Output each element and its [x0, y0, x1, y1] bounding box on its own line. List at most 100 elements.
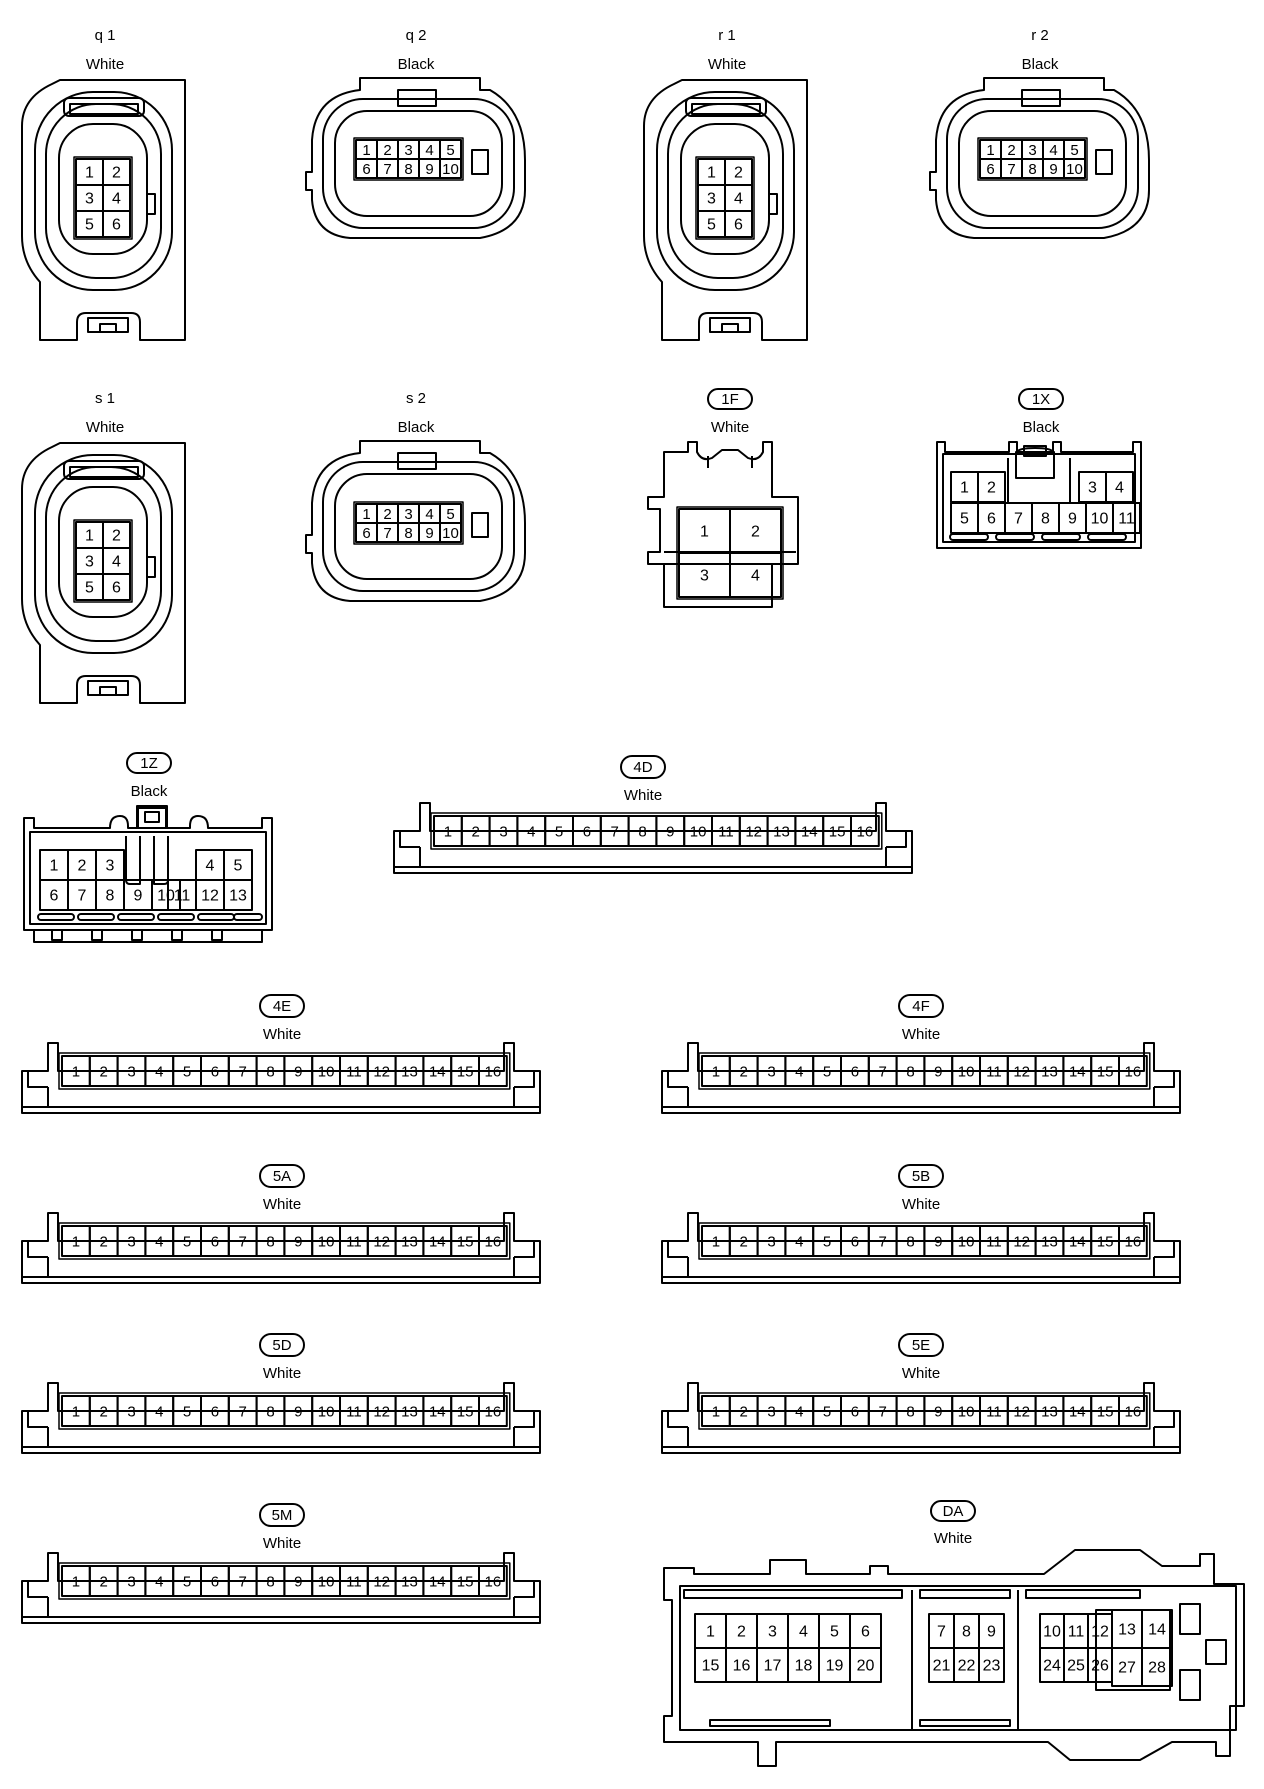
connector-title: 1Z — [140, 755, 158, 772]
pin-number: 13 — [229, 888, 247, 905]
pin-cell: 2 — [977, 471, 1006, 503]
pin-number: 8 — [266, 1234, 274, 1251]
pin-cell: 6 — [979, 158, 1002, 179]
pin-number: 6 — [986, 161, 994, 178]
pin-number: 4 — [155, 1064, 163, 1081]
connector-color: White — [86, 56, 124, 73]
pin-number: 6 — [851, 1234, 859, 1251]
pin-number: 1 — [85, 528, 94, 545]
pin-cell: 9 — [418, 522, 441, 543]
pin-number: 13 — [401, 1234, 418, 1251]
pin-number: 2 — [740, 1064, 748, 1081]
connector-title: q 1 — [95, 27, 116, 44]
pin-cell: 2 — [724, 158, 753, 186]
connector-color: White — [902, 1026, 940, 1043]
pin-number: 16 — [1125, 1404, 1142, 1421]
pin-number: 3 — [85, 191, 94, 208]
pin-number: 2 — [100, 1064, 108, 1081]
pin-cell: 4 — [787, 1613, 820, 1649]
pin-number: 3 — [106, 858, 115, 875]
connector-color: White — [263, 1026, 301, 1043]
pin-cell: 3 — [1078, 471, 1107, 503]
pin-number: 9 — [934, 1404, 942, 1421]
connector-title: s 2 — [406, 390, 426, 407]
pin-cell: 7 — [928, 1613, 955, 1649]
pin-cell: 5 — [1063, 139, 1086, 160]
pin-cell: 23 — [978, 1647, 1005, 1683]
pin-cell: 4 — [1105, 471, 1134, 503]
pin-number: 2 — [734, 165, 743, 182]
pin-number: 17 — [764, 1658, 782, 1675]
pin-cell: 16 — [725, 1647, 758, 1683]
pin-cell: 27 — [1111, 1647, 1143, 1687]
pin-cell: 3 — [75, 547, 104, 575]
connector-title: r 1 — [718, 27, 736, 44]
pin-number: 3 — [127, 1404, 135, 1421]
pin-cell: 16 — [478, 1565, 508, 1597]
pin-cell: 5 — [439, 139, 462, 160]
connector-color: White — [708, 56, 746, 73]
pin-number: 11 — [1118, 511, 1135, 528]
pin-cell: 9 — [1042, 158, 1065, 179]
pin-number: 11 — [346, 1574, 362, 1591]
pin-number: 5 — [183, 1404, 191, 1421]
pin-number: 9 — [1068, 511, 1077, 528]
pin-number: 4 — [155, 1404, 163, 1421]
pin-cell: 11 — [1063, 1613, 1089, 1649]
pin-number: 5 — [85, 580, 94, 597]
pin-number: 4 — [751, 568, 760, 585]
pin-number: 7 — [78, 888, 87, 905]
pin-number: 1 — [85, 165, 94, 182]
pin-number: 6 — [50, 888, 59, 905]
pin-cell: 21 — [928, 1647, 955, 1683]
pin-number: 1 — [72, 1234, 80, 1251]
pin-number: 3 — [499, 824, 507, 841]
pin-number: 5 — [1070, 142, 1078, 159]
pin-cell: 4 — [195, 849, 225, 881]
pin-number: 11 — [346, 1234, 362, 1251]
connector-title: 1X — [1032, 391, 1050, 408]
connector-title: 5D — [272, 1337, 291, 1354]
pin-number: 14 — [1148, 1622, 1166, 1639]
pin-cell: 6 — [355, 522, 378, 543]
pin-number: 5 — [823, 1234, 831, 1251]
pin-cell: 2 — [67, 849, 97, 881]
pin-number: 15 — [1097, 1404, 1114, 1421]
pin-cell: 6 — [39, 879, 69, 911]
pin-cell: 12 — [1087, 1613, 1113, 1649]
pin-number: 7 — [879, 1404, 887, 1421]
pin-number: 4 — [425, 142, 433, 159]
pin-cell: 3 — [697, 184, 726, 212]
connector-color: White — [624, 787, 662, 804]
pin-number: 25 — [1067, 1658, 1085, 1675]
pin-number: 20 — [857, 1658, 875, 1675]
pin-cell: 16 — [478, 1225, 508, 1257]
pin-number: 2 — [100, 1574, 108, 1591]
pin-number: 8 — [638, 824, 646, 841]
pin-number: 5 — [446, 142, 454, 159]
pin-number: 5 — [183, 1574, 191, 1591]
pin-cell: 3 — [75, 184, 104, 212]
pin-number: 5 — [183, 1064, 191, 1081]
pin-cell: 7 — [376, 522, 399, 543]
pin-number: 7 — [239, 1064, 247, 1081]
pin-number: 1 — [444, 824, 452, 841]
pin-number: 4 — [734, 191, 743, 208]
pin-number: 8 — [266, 1404, 274, 1421]
pin-cell: 8 — [1021, 158, 1044, 179]
pin-number: 15 — [457, 1064, 474, 1081]
pin-cell: 8 — [953, 1613, 980, 1649]
pin-number: 7 — [879, 1234, 887, 1251]
pin-cell: 28 — [1141, 1647, 1173, 1687]
pin-number: 5 — [830, 1624, 839, 1641]
pin-number: 10 — [1043, 1624, 1061, 1641]
pin-number: 7 — [239, 1234, 247, 1251]
pin-number: 9 — [294, 1404, 302, 1421]
connector-color: Black — [398, 56, 435, 73]
pin-number: 3 — [700, 568, 709, 585]
pin-cell: 13 — [1111, 1609, 1143, 1649]
pin-number: 12 — [373, 1404, 390, 1421]
